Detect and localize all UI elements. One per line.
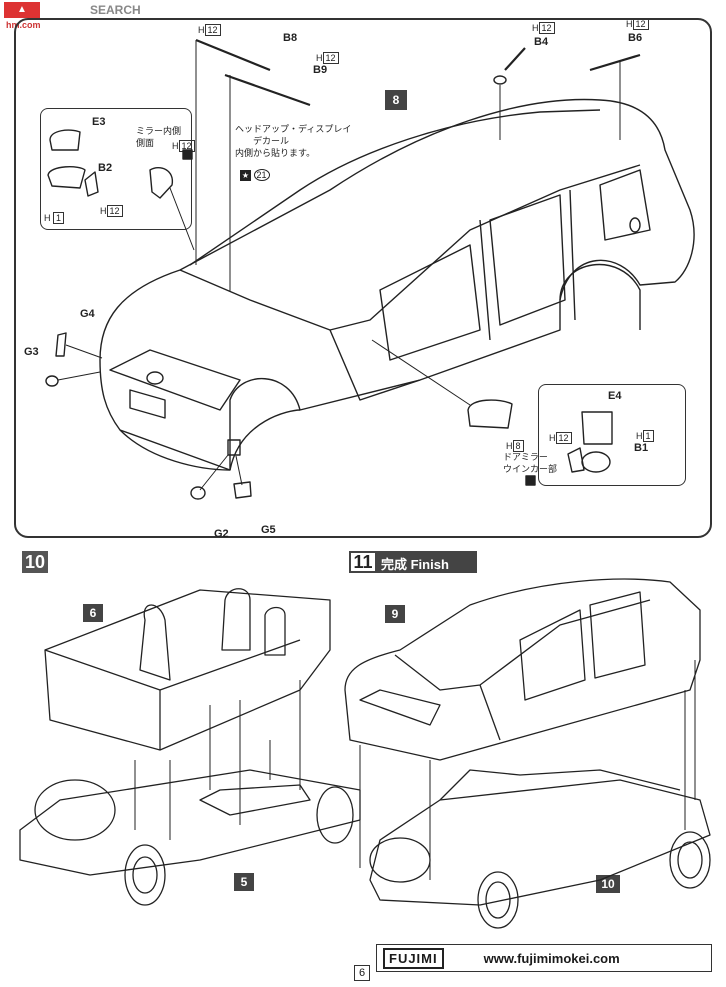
code-box: 12 <box>632 18 649 30</box>
fujimi-logo: FUJIMI <box>383 947 444 969</box>
watermark: ▲ SEARCH hm.com <box>0 0 160 30</box>
door-mirror-note: ドアミラーウインカー部 <box>503 453 558 475</box>
part-b4-label: B4 <box>534 36 549 48</box>
step-11-title: 完成 Finish <box>381 557 449 572</box>
footer-url[interactable]: www.fujimimokei.com <box>483 950 620 966</box>
decal-number: 21 <box>253 169 270 181</box>
subassembly-5-tag: 5 <box>234 873 254 891</box>
code-box: 12 <box>178 140 195 152</box>
code-h1-mirror: H 1 <box>44 212 65 224</box>
code-box: 12 <box>322 52 339 64</box>
code-box: 12 <box>204 24 221 36</box>
hud-decal-number: ★ 21 <box>240 169 270 181</box>
watermark-text: SEARCH <box>90 3 141 17</box>
step-8-label: 8 <box>385 90 407 110</box>
code-box: 1 <box>53 212 65 224</box>
code-h: H <box>44 213 51 223</box>
part-g4-label: G4 <box>80 308 95 320</box>
code-box: 12 <box>538 22 555 34</box>
part-b9-label: B9 <box>313 64 328 76</box>
step-11-header <box>349 551 477 573</box>
subassembly-6-tag: 6 <box>83 604 103 622</box>
part-b6-label: B6 <box>628 32 643 44</box>
subassembly-10-tag: 10 <box>596 875 620 893</box>
code-box: 12 <box>106 205 123 217</box>
code-box: 1 <box>642 430 654 442</box>
subassembly-9-tag: 9 <box>385 605 405 623</box>
star-icon: ★ <box>240 170 251 181</box>
hud-decal-note: ヘッドアップ・ディスプレイ デカール内側から貼ります。 <box>235 125 352 159</box>
part-g3-label: G3 <box>24 346 39 358</box>
step-8-panel <box>14 18 712 538</box>
code-box: 8 <box>512 440 524 452</box>
part-g5-label: G5 <box>261 524 276 536</box>
code-h: H <box>532 23 539 33</box>
part-b8-label: B8 <box>283 32 298 44</box>
code-h: H <box>626 19 633 29</box>
step-10-art <box>19 588 361 906</box>
step-11-label: 11 <box>351 552 375 572</box>
watermark-logo: ▲ <box>4 2 40 18</box>
step-10-label: 10 <box>22 551 48 573</box>
part-e3-label: E3 <box>92 116 106 128</box>
page-number: 6 <box>354 965 370 981</box>
code-h: H <box>198 25 205 35</box>
part-b1-label: B1 <box>634 442 649 454</box>
part-b2-label: B2 <box>98 162 113 174</box>
part-e4-label: E4 <box>608 390 622 402</box>
step-11-art <box>344 578 711 929</box>
footer-bar: FUJIMI www.fujimimokei.com <box>376 944 712 972</box>
code-box: 12 <box>555 432 572 444</box>
part-g2-label: G2 <box>214 528 229 540</box>
